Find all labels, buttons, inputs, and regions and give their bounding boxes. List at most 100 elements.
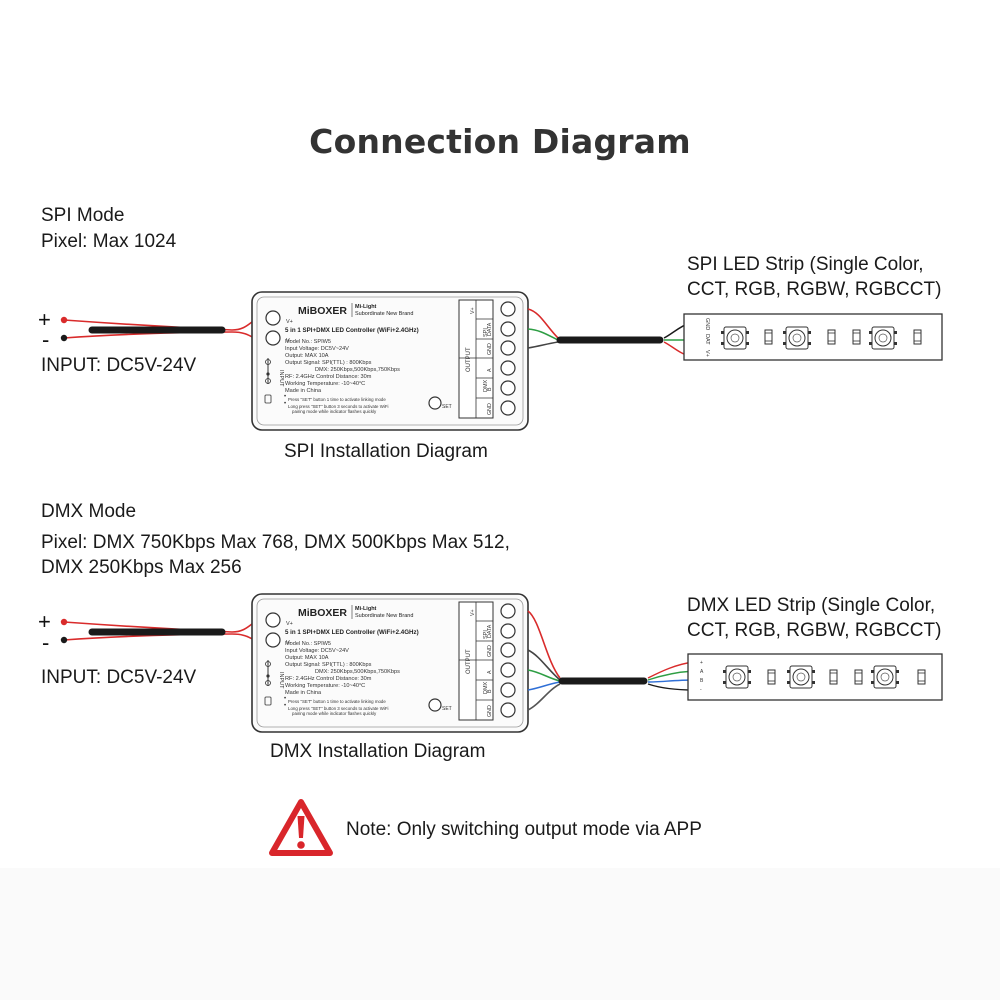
svg-text:Long press "SET" button 3 seco: Long press "SET" button 3 seconds to act…	[288, 404, 389, 409]
spi-pixel-label: Pixel: Max 1024	[41, 231, 177, 252]
svg-text:SPI: SPI	[483, 328, 489, 337]
svg-text:GND: GND	[487, 645, 493, 657]
svg-text:INPUT: INPUT	[278, 370, 284, 387]
spi-led-strip: GND DAT V+	[683, 313, 943, 361]
dmx-led-chip	[722, 665, 752, 689]
dmx-set-label: SET	[442, 706, 452, 712]
dmx-plus-sign: +	[38, 609, 51, 634]
svg-text:OUTPUT: OUTPUT	[466, 649, 472, 674]
dmx-out-gnd-wire	[527, 683, 561, 711]
dmx-controller: MiBOXER Mi-Light Subordinate New Brand 5…	[251, 593, 529, 733]
spi-subbrand-1: Mi-Light	[355, 304, 377, 310]
dmx-product: 5 in 1 SPI+DMX LED Controller (WiFi+2.4G…	[285, 629, 419, 636]
dmx-brand: MiBOXER	[298, 607, 347, 619]
dmx-out-black-wire	[527, 649, 561, 681]
spi-resistor	[913, 329, 922, 345]
svg-text:DMX: 250Kbps,500Kbps,750Kbps: DMX: 250Kbps,500Kbps,750Kbps	[315, 669, 400, 675]
svg-text:A: A	[700, 669, 704, 675]
svg-text:Input Voltage: DC5V~24V: Input Voltage: DC5V~24V	[285, 648, 349, 654]
svg-text:Output Signal: SPI(TTL) : 800K: Output Signal: SPI(TTL) : 800Kbps	[285, 360, 372, 366]
svg-text:Press "SET" button 1 time to a: Press "SET" button 1 time to activate li…	[288, 397, 386, 402]
svg-text:INPUT: INPUT	[278, 672, 284, 689]
spi-diagram: MiBOXER Mi-Light Subordinate New Brand 5…	[60, 291, 943, 431]
svg-text:Working Temperature: -10~40°C: Working Temperature: -10~40°C	[285, 683, 365, 689]
spi-led-chip	[720, 326, 750, 350]
dmx-plus-terminal-dot	[60, 618, 68, 626]
spi-resistor	[852, 329, 861, 345]
svg-text:DMX: DMX	[483, 379, 489, 392]
spi-out-black-wire	[527, 341, 559, 349]
svg-text:DATA: DATA	[487, 624, 493, 638]
spi-resistor	[764, 329, 773, 345]
spi-product: 5 in 1 SPI+DMX LED Controller (WiFi+2.4G…	[285, 327, 419, 334]
dmx-strip-label-1: DMX LED Strip (Single Color,	[687, 595, 936, 616]
dmx-minus-sign: -	[42, 630, 50, 655]
svg-text:+: +	[700, 660, 703, 666]
svg-text:Press "SET" button 1 time to a: Press "SET" button 1 time to activate li…	[288, 699, 386, 704]
spi-input-label: INPUT: DC5V-24V	[41, 355, 197, 376]
svg-text:•: •	[284, 703, 286, 709]
spi-strip-label-1: SPI LED Strip (Single Color,	[687, 254, 924, 275]
svg-text:GND: GND	[487, 343, 493, 355]
svg-text:pairing mode while indicator f: pairing mode while indicator flashes qui…	[292, 409, 377, 414]
note-text: Note: Only switching output mode via APP	[346, 819, 702, 840]
svg-text:GND: GND	[487, 403, 493, 415]
svg-text:RF: 2.4GHz Control Distance:: RF: 2.4GHz Control Distance: 30m	[285, 374, 372, 380]
dmx-resistor	[829, 669, 838, 685]
svg-text:Made in China: Made in China	[285, 690, 322, 696]
svg-text:OUTPUT: OUTPUT	[466, 347, 472, 372]
dmx-strip-label-2: CCT, RGB, RGBW, RGBCCT)	[687, 620, 942, 641]
svg-text:Output: MAX 10A: Output: MAX 10A	[285, 655, 329, 661]
spi-plus-sign: +	[38, 307, 51, 332]
svg-text:Output Signal: SPI(TTL) : 800K: Output Signal: SPI(TTL) : 800Kbps	[285, 662, 372, 668]
spi-led-chip	[782, 326, 812, 350]
dmx-resistor	[854, 669, 863, 685]
svg-text:DMX: DMX	[483, 681, 489, 694]
spi-out-red-wire	[527, 308, 559, 339]
svg-text:V-: V-	[286, 338, 291, 344]
warning-triangle-icon	[269, 799, 333, 856]
svg-text:Subordinate New Brand: Subordinate New Brand	[355, 613, 413, 619]
spi-brand: MiBOXER	[298, 305, 347, 317]
dmx-mode-label: DMX Mode	[41, 501, 137, 522]
svg-text:V-: V-	[286, 640, 291, 646]
svg-text:Long press "SET" button 3 seco: Long press "SET" button 3 seconds to act…	[288, 706, 389, 711]
svg-text:Made in China: Made in China	[285, 388, 322, 394]
dmx-led-chip	[786, 665, 816, 689]
svg-text:-: -	[700, 687, 702, 693]
spi-minus-sign: -	[42, 327, 50, 352]
spi-out-green-wire	[527, 328, 559, 341]
spi-plus-terminal-dot	[60, 316, 68, 324]
svg-text:RF: 2.4GHz Control Distance:: RF: 2.4GHz Control Distance: 30m	[285, 676, 372, 682]
svg-text:Working Temperature: -10~40°C: Working Temperature: -10~40°C	[285, 381, 365, 387]
spi-minus-terminal-dot	[60, 334, 68, 342]
dmx-caption: DMX Installation Diagram	[270, 741, 486, 762]
svg-text:A: A	[487, 368, 493, 372]
spi-caption: SPI Installation Diagram	[284, 441, 488, 462]
svg-text:•: •	[284, 696, 286, 702]
dmx-out-red-wire	[527, 610, 561, 679]
dmx-out-blue-wire	[527, 681, 561, 691]
dmx-led-strip: + A B -	[687, 653, 943, 701]
svg-text:B: B	[487, 387, 493, 391]
dmx-pixel-line-1: Pixel: DMX 750Kbps Max 768, DMX 500Kbps …	[41, 532, 510, 553]
svg-text:•: •	[284, 401, 286, 407]
svg-text:Mi-Light: Mi-Light	[355, 606, 377, 612]
svg-text:V+: V+	[286, 621, 293, 627]
svg-text:pairing mode while indicator f: pairing mode while indicator flashes qui…	[292, 711, 377, 716]
spi-controller: MiBOXER Mi-Light Subordinate New Brand 5…	[251, 291, 529, 431]
svg-text:GND: GND	[704, 318, 710, 330]
svg-text:DAT: DAT	[704, 334, 710, 345]
dmx-resistor	[767, 669, 776, 685]
svg-text:V+: V+	[470, 307, 476, 314]
svg-text:Output: MAX 10A: Output: MAX 10A	[285, 353, 329, 359]
dmx-out-green-wire	[527, 669, 561, 682]
svg-text:DATA: DATA	[487, 322, 493, 336]
dmx-pixel-line-2: DMX 250Kbps Max 256	[41, 557, 242, 578]
spi-subbrand-2: Subordinate New Brand	[355, 311, 413, 317]
dmx-resistor	[917, 669, 926, 685]
bottom-band	[0, 868, 1000, 1000]
svg-text:Model No.: SPIW5: Model No.: SPIW5	[285, 641, 331, 647]
spi-mode-label: SPI Mode	[41, 205, 125, 226]
